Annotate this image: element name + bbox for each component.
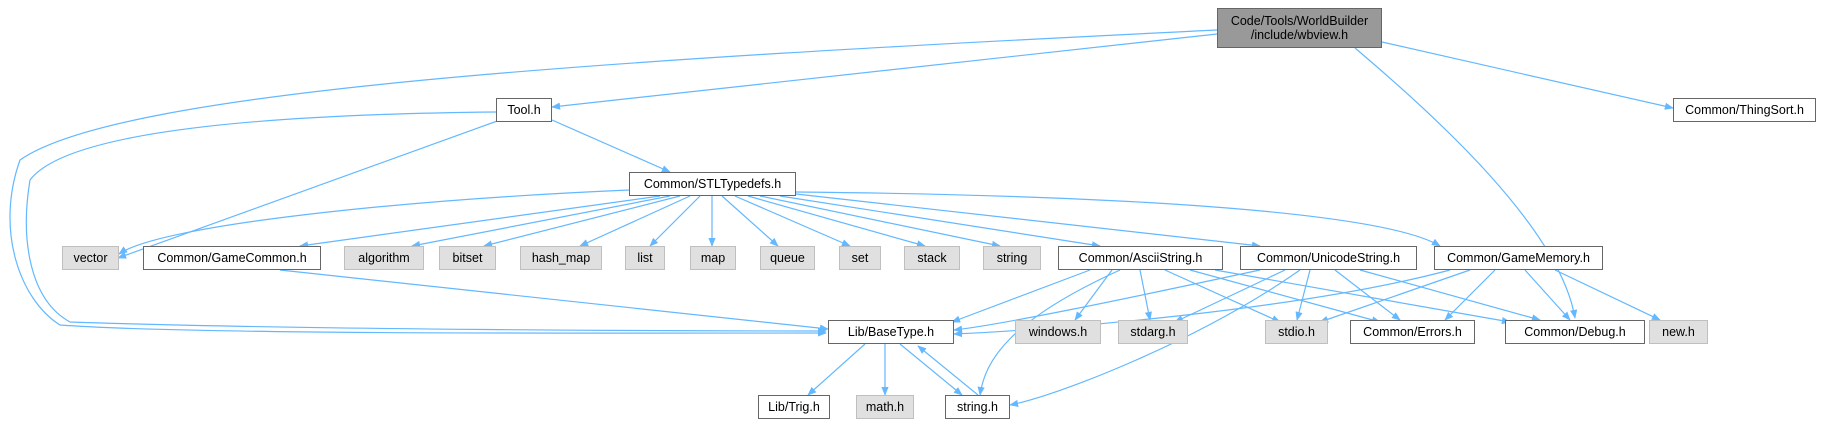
edge-ascii-to-stdarg (1139, 269, 1152, 321)
edge-ascii-to-windows (1074, 269, 1113, 321)
edge-wbview-to-debug (1354, 47, 1578, 319)
edge-unicode-to-stdarg (1174, 269, 1286, 323)
edge-gamememory-to-stdio (1319, 269, 1471, 323)
edge-unicode-to-basetype (953, 269, 1261, 333)
node-math-h: math.h (856, 395, 914, 419)
edge-gamememory-to-new (1554, 269, 1661, 321)
edge-stl-to-list (649, 195, 701, 247)
edge-stl-to-vector (118, 189, 630, 255)
node-queue: queue (760, 246, 815, 270)
edge-tool-to-stltypedefs (551, 119, 671, 173)
edge-unicode-to-errors (1334, 269, 1401, 321)
node-basetype-h[interactable]: Lib/BaseType.h (828, 320, 954, 344)
node-windows-h: windows.h (1015, 320, 1101, 344)
edge-stl-to-stack (747, 195, 926, 248)
node-trig-h[interactable]: Lib/Trig.h (758, 395, 830, 419)
node-stltypedefs-h[interactable]: Common/STLTypedefs.h (629, 172, 796, 196)
edge-stl-to-queue (721, 195, 779, 247)
edge-tool-to-vector (117, 119, 501, 259)
edge-stl-to-algorithm (411, 195, 671, 248)
node-thingsort-h[interactable]: Common/ThingSort.h (1673, 98, 1816, 122)
edge-unicode-to-string-h (1009, 269, 1301, 407)
node-bitset: bitset (439, 246, 496, 270)
node-map: map (690, 246, 736, 270)
edge-ascii-to-stdio (1164, 269, 1281, 323)
node-vector: vector (62, 246, 119, 270)
node-stack: stack (904, 246, 960, 270)
node-gamememory-h[interactable]: Common/GameMemory.h (1434, 246, 1603, 270)
node-string-h[interactable]: string.h (945, 395, 1010, 419)
node-algorithm: algorithm (344, 246, 424, 270)
edge-gamememory-to-basetype (953, 269, 1451, 338)
edge-gamecommon-to-basetype (279, 269, 829, 332)
node-unicodestring-h[interactable]: Common/UnicodeString.h (1240, 246, 1417, 270)
edge-gamememory-to-errors (1444, 269, 1496, 321)
edge-ascii-to-debug (1214, 269, 1511, 325)
edge-gamememory-to-debug (1524, 269, 1571, 321)
dependency-edges (9, 29, 1674, 407)
node-tool-h[interactable]: Tool.h (496, 98, 552, 122)
edge-stl-to-gamecommon (299, 195, 661, 249)
edge-wbview-to-tool (551, 33, 1218, 110)
node-errors-h[interactable]: Common/Errors.h (1350, 320, 1475, 344)
edge-basetype-to-string-h (899, 343, 963, 396)
edge-stl-to-hash-map (579, 195, 691, 247)
edge-unicode-to-debug (1359, 269, 1541, 322)
node-gamecommon-h[interactable]: Common/GameCommon.h (143, 246, 321, 270)
node-hash-map: hash_map (520, 246, 602, 270)
edge-stl-to-gamememory (795, 191, 1441, 247)
node-wbview-h[interactable]: Code/Tools/WorldBuilder /include/wbview.… (1217, 8, 1382, 48)
edge-ascii-to-string-h (977, 269, 1121, 396)
edge-ascii-to-basetype (951, 269, 1091, 323)
edge-stl-to-unicodestring (795, 193, 1261, 249)
node-stdio-h: stdio.h (1265, 320, 1328, 344)
edge-unicode-to-stdio (1295, 269, 1311, 321)
edge-tool-to-basetype (25, 111, 827, 335)
edge-basetype-to-trig (807, 343, 866, 396)
node-debug-h[interactable]: Common/Debug.h (1505, 320, 1645, 344)
edge-stl-to-string (759, 195, 1001, 248)
node-string: string (983, 246, 1041, 270)
edge-string-h-to-basetype (917, 345, 979, 396)
node-stdarg-h: stdarg.h (1118, 320, 1188, 344)
node-new-h: new.h (1649, 320, 1708, 344)
node-asciistring-h[interactable]: Common/AsciiString.h (1058, 246, 1223, 270)
edge-ascii-to-errors (1189, 269, 1381, 324)
edge-wbview-to-thingsort (1381, 41, 1674, 110)
edge-stl-to-set (734, 195, 851, 247)
node-set: set (839, 246, 881, 270)
edge-stl-to-asciistring (779, 195, 1101, 249)
node-list: list (625, 246, 665, 270)
edge-wbview-to-basetype (9, 29, 1218, 337)
edge-stl-to-bitset (483, 195, 681, 248)
